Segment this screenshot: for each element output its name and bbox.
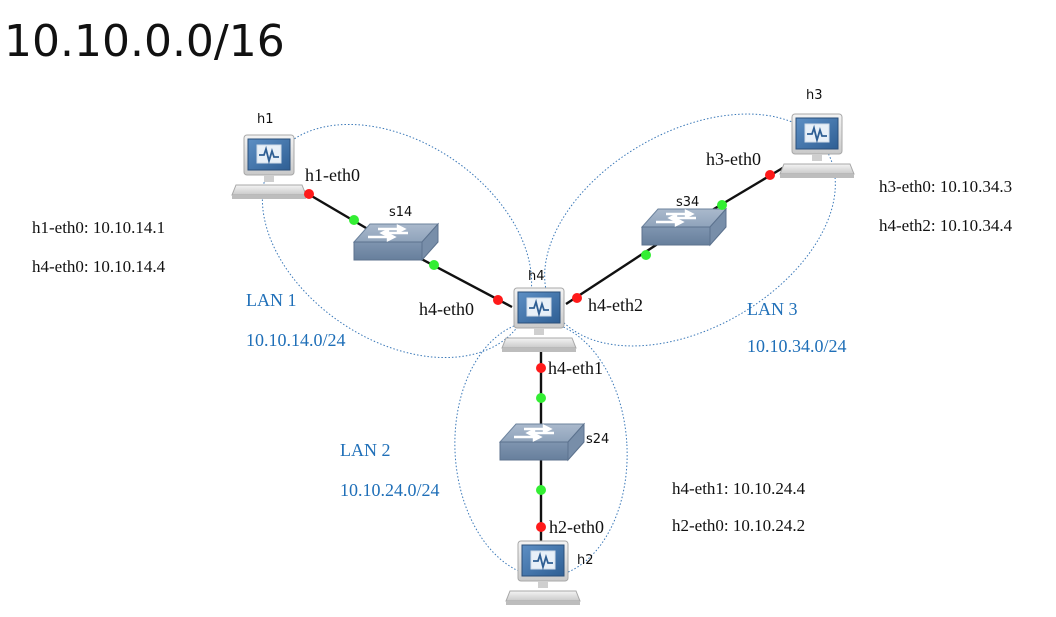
port-h1-eth0 xyxy=(304,189,314,199)
host-computer-icon xyxy=(501,287,577,353)
node-label-h4: h4 xyxy=(528,269,545,284)
address-lan1-h1: h1-eth0: 10.10.14.1 xyxy=(32,218,165,237)
port-s34-h4 xyxy=(641,250,651,260)
port-h4-eth2 xyxy=(572,293,582,303)
host-computer-icon xyxy=(505,540,581,606)
node-h2[interactable]: h2 xyxy=(505,540,594,606)
node-label-h2: h2 xyxy=(577,553,594,568)
node-s34[interactable]: s34 xyxy=(640,195,728,247)
iface-label-h1-eth0: h1-eth0 xyxy=(305,165,360,185)
port-h3-eth0 xyxy=(765,170,775,180)
port-h4-eth1 xyxy=(536,363,546,373)
lan-labels: LAN 1 10.10.14.0/24 LAN 2 10.10.24.0/24 … xyxy=(246,290,847,500)
iface-label-h2-eth0: h2-eth0 xyxy=(549,517,604,537)
address-lists: h1-eth0: 10.10.14.1 h4-eth0: 10.10.14.4 … xyxy=(32,177,1013,535)
node-label-h3: h3 xyxy=(806,88,823,103)
node-label-s14: s14 xyxy=(389,205,412,220)
lan2-subnet: 10.10.24.0/24 xyxy=(340,480,440,500)
interface-labels: h1-eth0 h4-eth0 h4-eth2 h3-eth0 h4-eth1 … xyxy=(305,149,761,537)
node-h4[interactable]: h4 xyxy=(501,269,577,353)
page-title: 10.10.0.0/16 xyxy=(4,16,285,67)
network-switch-icon xyxy=(640,207,728,247)
port-s34-h3 xyxy=(717,200,727,210)
node-s24[interactable]: s24 xyxy=(498,422,609,462)
address-lan2-h2: h2-eth0: 10.10.24.2 xyxy=(672,516,805,535)
iface-label-h4-eth2: h4-eth2 xyxy=(588,295,643,315)
port-s14-h4 xyxy=(429,260,439,270)
node-label-s24: s24 xyxy=(586,432,609,447)
lan3-name: LAN 3 xyxy=(747,299,798,319)
iface-label-h3-eth0: h3-eth0 xyxy=(706,149,761,169)
node-h1[interactable]: h1 xyxy=(231,112,307,200)
address-lan2-h4: h4-eth1: 10.10.24.4 xyxy=(672,479,806,498)
port-h2-eth0 xyxy=(536,522,546,532)
lan1-subnet: 10.10.14.0/24 xyxy=(246,330,346,350)
lan1-name: LAN 1 xyxy=(246,290,297,310)
lan3-subnet: 10.10.34.0/24 xyxy=(747,336,847,356)
node-label-h1: h1 xyxy=(257,112,274,127)
ports xyxy=(304,170,775,532)
host-computer-icon xyxy=(231,134,307,200)
node-s14[interactable]: s14 xyxy=(352,205,440,262)
node-h3[interactable]: h3 xyxy=(779,88,855,179)
port-s24-h2 xyxy=(536,485,546,495)
port-s24-h4 xyxy=(536,393,546,403)
address-lan1-h4: h4-eth0: 10.10.14.4 xyxy=(32,257,166,276)
network-switch-icon xyxy=(498,422,586,462)
address-lan3-h4: h4-eth2: 10.10.34.4 xyxy=(879,216,1013,235)
iface-label-h4-eth0: h4-eth0 xyxy=(419,299,474,319)
node-label-s34: s34 xyxy=(676,195,699,210)
port-s14-h1 xyxy=(349,215,359,225)
host-computer-icon xyxy=(779,113,855,179)
port-h4-eth0 xyxy=(493,295,503,305)
lan2-name: LAN 2 xyxy=(340,440,391,460)
iface-label-h4-eth1: h4-eth1 xyxy=(548,358,603,378)
network-switch-icon xyxy=(352,222,440,262)
address-lan3-h3: h3-eth0: 10.10.34.3 xyxy=(879,177,1012,196)
